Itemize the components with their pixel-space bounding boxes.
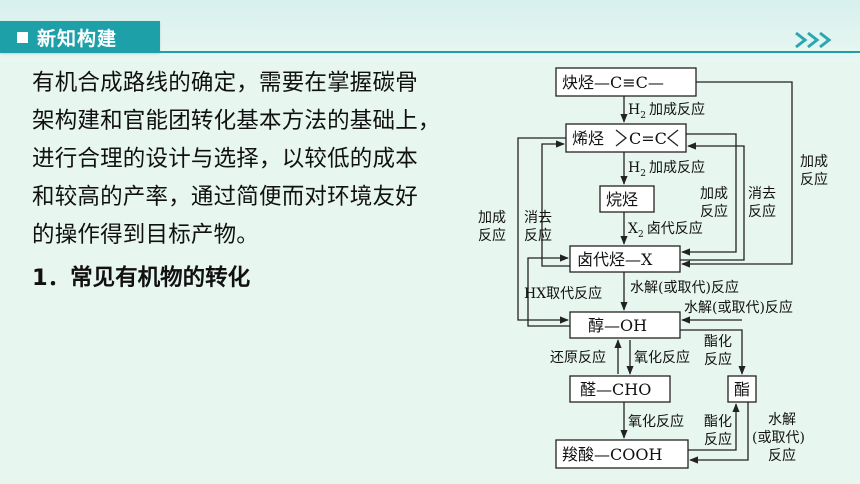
alkyne-label: 炔烃—C≡C— [562,73,664,92]
arrow-halo-alkene-elim2 [680,142,745,261]
aldehyde-label: 醛—CHO [580,380,651,399]
section-title-badge: 新知构建 [0,21,160,53]
label-hydrolysis-2: 水解(或取代)反应 [684,299,793,316]
haloalkane-label: 卤代烃—X [577,250,653,269]
arrow-alcohol-halo-hx [527,254,570,327]
label-oxidation-1: 氧化反应 [634,349,690,366]
haloalkane-box [569,245,681,273]
alcohol-label: 醇—OH [588,316,647,335]
arrow-alkene-alcohol-loop [517,137,569,324]
label-elim-left: 消去 [524,210,552,226]
section-title: 新知构建 [37,27,118,50]
label-reduction: 还原反应 [550,349,606,366]
arrow-alkyne-halo-add [681,81,793,268]
label-elim-mid: 消去 [748,186,776,202]
label-add-far-right: 加成 [800,154,828,170]
chevrons-right-icon [795,31,832,49]
square-bullet-icon [17,31,28,43]
label-oxidation-2: 氧化反应 [628,413,684,430]
intro-line: 的操作得到目标产物。 [32,222,260,248]
acid-box [555,439,689,469]
acid-label: 羧酸—COOH [562,445,662,464]
label-add-mid: 加成 [700,186,728,202]
alkene-label: 烯烃 [572,129,604,148]
label-ester-hydrolysis: 水解 [768,412,796,428]
label-add-mid: 反应 [700,203,728,220]
arrow-halo-alkene-elim [541,140,570,267]
label-add-left: 反应 [478,227,506,244]
label-esterify-1: 反应 [704,351,732,368]
intro-line: 进行合理的设计与选择，以较低的成本 [32,146,418,172]
label-hx-sub: HX取代反应 [524,285,602,302]
alkene-group: C=C [629,129,667,148]
alkane-label: 烷烃 [606,190,638,209]
label-add-left: 加成 [478,210,506,226]
alkane-box [599,185,655,213]
right-bond-icon [666,129,679,147]
label-esterify-2: 反应 [704,431,732,448]
ester-box [727,375,757,403]
left-bond-icon [615,129,628,147]
subheading: 1．常见有机物的转化 [32,265,251,291]
ester-label: 酯 [734,380,750,399]
label-ester-hydrolysis: (或取代) [752,430,805,446]
intro-paragraph: 有机合成路线的确定，需要在掌握碳骨 架构建和官能团转化基本方法的基础上， 进行合… [32,64,474,254]
alcohol-box [569,311,681,339]
aldehyde-box [569,375,671,403]
label-ester-hydrolysis: 反应 [768,447,796,464]
label-elim-mid: 反应 [748,203,776,220]
title-underline [160,51,860,53]
intro-line: 有机合成路线的确定，需要在掌握碳骨 [32,70,418,96]
alkyne-box [555,67,697,97]
label-hydrolysis-1: 水解(或取代)反应 [630,279,739,296]
label-add-far-right: 反应 [800,171,828,188]
arrow-ester-acid-hydrolysis [689,402,749,464]
intro-line: 和较高的产率，通过简便而对环境友好 [32,184,418,210]
arrow-alkene-halo-add [681,133,737,256]
label-esterify-2: 酯化 [704,414,732,430]
label-elim-left: 反应 [524,227,552,244]
arrow-acid-ester [688,403,740,451]
arrow-alcohol-ester [680,329,746,375]
label-esterify-1: 酯化 [704,334,732,350]
intro-line: 架构建和官能团转化基本方法的基础上， [32,108,441,134]
